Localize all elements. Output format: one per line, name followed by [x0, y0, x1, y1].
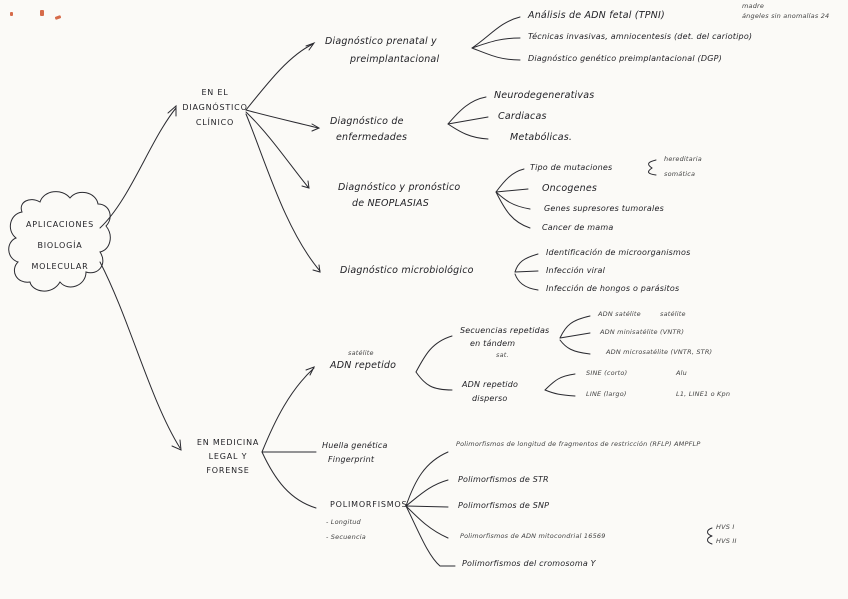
neoplasias-label-2: de NEOPLASIAS [352, 198, 429, 209]
clinico-label-2: DIAGNÓSTICO [182, 103, 248, 112]
forense-label-1: EN MEDICINA [196, 438, 260, 447]
enfermedades-item-3: Metabólicas. [510, 132, 573, 143]
root-label-1: APLICACIONES [26, 220, 94, 229]
enfermedades-item-1: Neurodegenerativas [494, 90, 595, 101]
microbiologico-item-1: Identificación de microorganismos [546, 248, 691, 257]
red-mark [40, 10, 44, 16]
mito-note-1: HVS I [716, 523, 735, 531]
polimorfismo-item-2: Polimorfismos de STR [458, 475, 549, 484]
red-mark [10, 12, 13, 16]
microbiologico-item-3: Infección de hongos o parásitos [546, 284, 680, 293]
prenatal-item-2: Técnicas invasivas, amniocentesis (det. … [528, 32, 753, 41]
tandem-note: satélite [660, 310, 686, 318]
polimorfismos-type-1: - Longitud [326, 518, 361, 526]
prenatal-item-1: Análisis de ADN fetal (TPNI) [528, 10, 665, 21]
root-label-3: MOLECULAR [31, 262, 89, 271]
adn-small-note: satélite [348, 349, 374, 357]
disperso-note-1: Alu [676, 369, 687, 377]
microbiologico-item-2: Infección viral [546, 266, 606, 275]
polimorfismo-item-5: Polimorfismos del cromosoma Y [462, 559, 596, 568]
adn-label: ADN repetido [330, 360, 397, 371]
neoplasias-sub-2: somática [664, 170, 696, 178]
prenatal-note-2: ángeles sin anomalías 24 [742, 12, 830, 20]
prenatal-label-2: preimplantacional [350, 54, 440, 65]
neoplasias-item-2: Oncogenes [542, 183, 598, 194]
tandem-item-2: ADN minisatélite (VNTR) [600, 328, 685, 336]
forense-label-3: FORENSE [206, 466, 250, 475]
disperso-note-2: L1, LINE1 o Kpn [676, 390, 731, 398]
neoplasias-label-1: Diagnóstico y pronóstico [338, 182, 461, 193]
polimorfismo-item-3: Polimorfismos de SNP [458, 501, 550, 510]
prenatal-note-1: madre [742, 2, 765, 10]
root-label-2: BIOLOGÍA [37, 241, 83, 250]
prenatal-label-1: Diagnóstico prenatal y [325, 36, 437, 47]
mito-note-2: HVS II [716, 537, 737, 545]
tandem-item-1: ADN satélite [598, 310, 641, 318]
neoplasias-sub-1: hereditaria [664, 155, 702, 163]
polimorfismo-item-1: Polimorfismos de longitud de fragmentos … [456, 440, 701, 448]
huella-label-2: Fingerprint [328, 455, 375, 464]
forense-label-2: LEGAL Y [208, 452, 248, 461]
disperso-label-1: ADN repetido [462, 380, 519, 389]
polimorfismo-item-4: Polimorfismos de ADN mitocondrial 16569 [460, 532, 606, 540]
root-cloud-outline [8, 191, 111, 292]
polimorfismos-type-2: - Secuencia [326, 533, 366, 541]
disperso-label-2: disperso [472, 394, 508, 403]
tandem-label-2: en tándem [470, 339, 516, 348]
neoplasias-item-4: Cancer de mama [542, 223, 614, 232]
enfermedades-label-2: enfermedades [336, 132, 408, 143]
disperso-item-2: LINE (largo) [586, 390, 627, 398]
prenatal-item-3: Diagnóstico genético preimplantacional (… [528, 54, 722, 63]
tandem-small-note: sat. [496, 351, 509, 359]
disperso-item-1: SINE (corto) [586, 369, 628, 377]
enfermedades-item-2: Cardiacas [498, 111, 547, 122]
tandem-label-1: Secuencias repetidas [460, 326, 550, 335]
neoplasias-item-3: Genes supresores tumorales [544, 204, 664, 213]
enfermedades-label-1: Diagnóstico de [330, 116, 404, 127]
tandem-item-3: ADN microsatélite (VNTR, STR) [606, 348, 713, 356]
huella-label-1: Huella genética [322, 441, 388, 450]
clinico-label-1: EN EL [201, 88, 229, 97]
clinico-label-3: CLÍNICO [195, 118, 235, 127]
polimorfismos-label: POLIMORFISMOS [330, 500, 408, 509]
neoplasias-item-1: Tipo de mutaciones [530, 163, 613, 172]
microbiologico-label: Diagnóstico microbiológico [340, 265, 474, 276]
